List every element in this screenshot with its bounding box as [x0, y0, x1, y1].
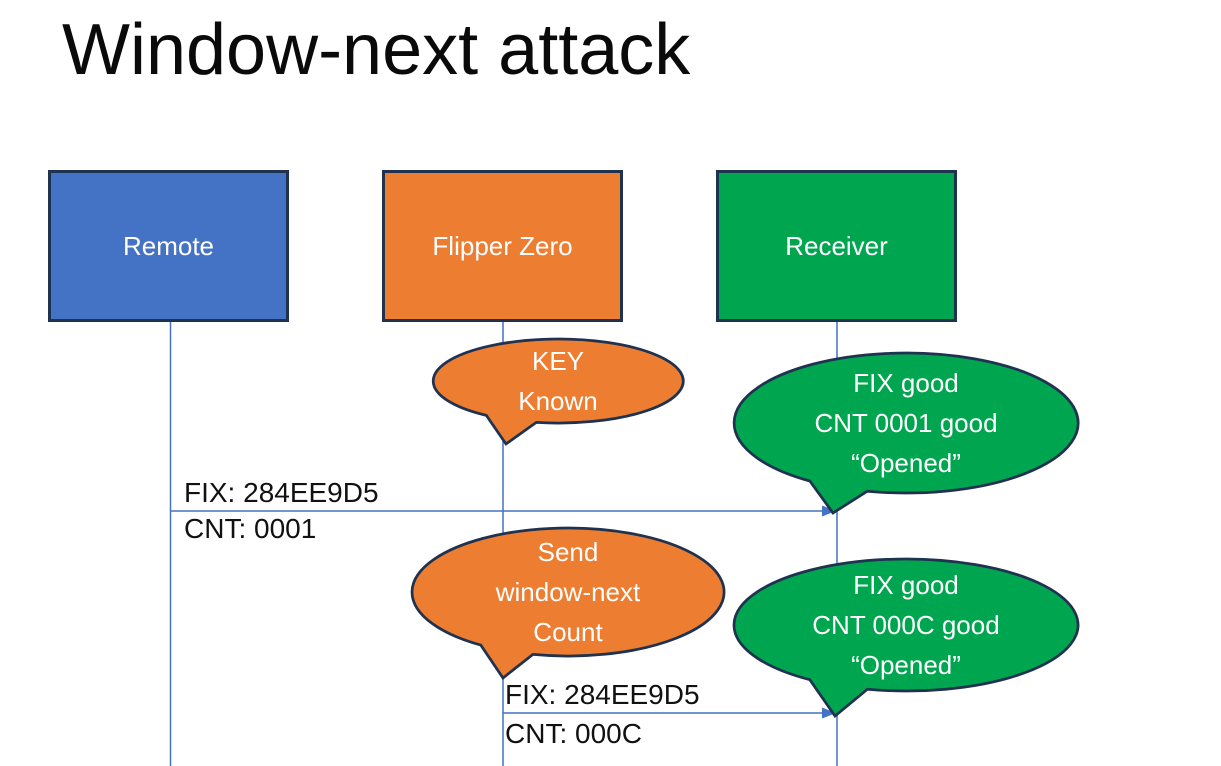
- callout-line: Count: [533, 617, 603, 647]
- callout-text-receiver-opened-2: FIX good CNT 000C good “Opened”: [734, 565, 1078, 685]
- actor-label-receiver: Receiver: [785, 230, 888, 261]
- callout-line: FIX good: [853, 570, 959, 600]
- callout-line: FIX good: [853, 368, 959, 398]
- actor-box-receiver: Receiver: [716, 170, 957, 322]
- message-arrow-flipper-to-receiver-head: [822, 707, 836, 719]
- message-arrow-remote-to-receiver-head: [822, 505, 836, 517]
- callout-text-send-window-next: Send window-next Count: [412, 532, 724, 652]
- actor-box-remote: Remote: [48, 170, 289, 322]
- callout-text-receiver-opened-1: FIX good CNT 0001 good “Opened”: [734, 363, 1078, 483]
- message-2-cnt-label: CNT: 000C: [505, 718, 642, 749]
- message-1-fix-label: FIX: 284EE9D5: [184, 477, 379, 508]
- actor-box-flipper-zero: Flipper Zero: [382, 170, 623, 322]
- callout-text-key-known: KEY Known: [433, 341, 683, 421]
- callout-line: CNT 000C good: [812, 610, 1000, 640]
- callout-line: window-next: [495, 577, 641, 607]
- callout-line: KEY: [531, 346, 585, 376]
- message-2-fix-label: FIX: 284EE9D5: [505, 679, 700, 710]
- callout-line: Send: [537, 537, 599, 567]
- message-1-cnt-label: CNT: 0001: [184, 513, 317, 544]
- callout-bubble-key-known: [431, 337, 685, 446]
- callout-line: CNT 0001 good: [814, 408, 998, 438]
- callout-line: “Opened”: [851, 650, 961, 680]
- actor-label-remote: Remote: [122, 230, 215, 261]
- callout-bubble-receiver-opened-2: [732, 557, 1080, 719]
- slide-title: Window-next attack: [62, 10, 691, 90]
- callout-line: “Opened”: [851, 448, 961, 478]
- callout-line: Known: [518, 386, 598, 416]
- actor-label-flipper-zero: Flipper Zero: [432, 230, 573, 261]
- callout-bubble-send-window-next: [410, 526, 726, 680]
- callout-bubble-receiver-opened-1: [732, 351, 1080, 515]
